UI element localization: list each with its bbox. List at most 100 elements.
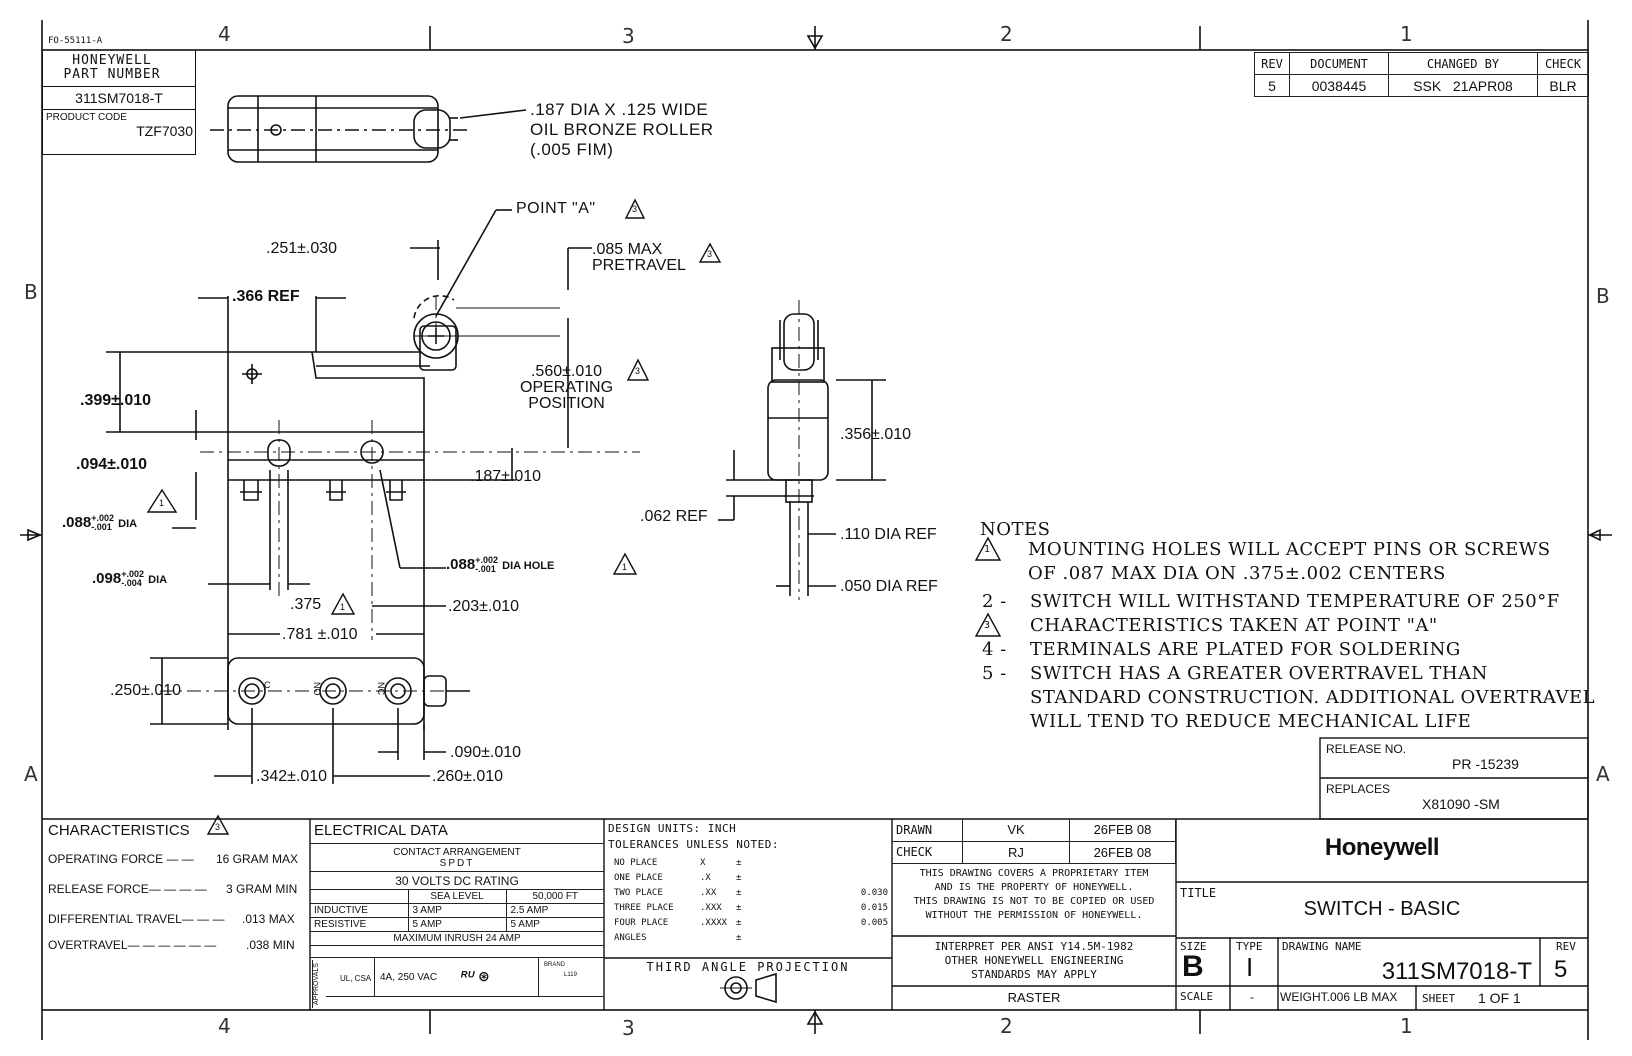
proprietary-line: THIS DRAWING IS NOT TO BE COPIED OR USED: [913, 896, 1155, 907]
weight-value: WEIGHT.006 LB MAX: [1280, 990, 1398, 1004]
part-number-block: HONEYWELL PART NUMBER 311SM7018-T PRODUC…: [42, 50, 196, 155]
characteristics-title: CHARACTERISTICS: [48, 822, 190, 839]
tol-format: .X: [700, 873, 711, 883]
note-2-num: 2 -: [982, 591, 1007, 612]
dim-203: .203±.010: [448, 598, 520, 615]
proprietary-line: AND IS THE PROPERTY OF HONEYWELL.: [934, 882, 1134, 893]
ul-recognized-icon: ᴿᵁ ⊛: [460, 968, 490, 984]
type-value: I: [1246, 952, 1254, 982]
replaces-label: REPLACES: [1326, 782, 1391, 796]
drawing-title: SWITCH - BASIC: [1303, 898, 1461, 920]
note-4-num: 4 -: [982, 639, 1007, 660]
dim-050: .050 DIA REF: [840, 578, 938, 595]
roller-callout: .187 DIA X .125 WIDE OIL BRONZE ROLLER (…: [530, 100, 714, 160]
note-marker-3-operating: [626, 358, 650, 381]
hole-marker-num: 1: [622, 562, 628, 572]
note-4: TERMINALS ARE PLATED FOR SOLDERING: [1030, 639, 1461, 660]
tol-row: ONE PLACE.X±: [614, 873, 888, 888]
proprietary-notice: THIS DRAWING COVERS A PROPRIETARY ITEM A…: [892, 867, 1176, 923]
pretravel-label: PRETRAVEL: [592, 257, 686, 274]
check-label: CHECK: [892, 840, 963, 864]
dim-088-pin: .088+.002-.001 DIA: [62, 514, 137, 532]
rev-header: REV: [1254, 52, 1290, 75]
dim-088-hole-tol-minus: -.001: [475, 564, 496, 575]
product-code-label: PRODUCT CODE: [46, 112, 127, 123]
approval-agencies: UL, CSA: [340, 974, 372, 983]
title-label: TITLE: [1180, 886, 1217, 900]
type-label: TYPE: [1236, 940, 1263, 953]
changed-by-initials: SSK: [1413, 77, 1442, 94]
title-block-lines: [42, 737, 1589, 1010]
inductive-label: INDUCTIVE: [310, 903, 409, 918]
zone-top-1: 1: [1400, 22, 1413, 46]
tol-row: TWO PLACE.XX±0.030: [614, 888, 888, 903]
interpret-line: INTERPRET PER ANSI Y14.5M-1982: [934, 940, 1134, 953]
drawn-date: 26FEB 08: [1069, 819, 1176, 842]
resistive-ft: 5 AMP: [505, 917, 604, 932]
electrical-title: ELECTRICAL DATA: [314, 822, 448, 839]
changed-by-date: 21APR08: [1452, 77, 1513, 94]
point-a-label: POINT "A": [516, 200, 596, 217]
tol-place: ANGLES: [614, 933, 647, 943]
max-inrush: MAXIMUM INRUSH 24 AMP: [310, 931, 604, 946]
document-value: 0038445: [1289, 74, 1389, 97]
dim-088-pin-tol-plus: +.002: [91, 513, 114, 524]
dim-187: .187±.010: [470, 468, 542, 485]
checked-by: RJ: [962, 840, 1070, 864]
dim-251: .251±.030: [266, 240, 338, 257]
form-number: FO-55111-A: [48, 36, 103, 46]
dim-090: .090±.010: [450, 744, 522, 761]
drawing-name-label: DRAWING NAME: [1282, 940, 1362, 953]
zone-bottom-4: 4: [218, 1014, 231, 1038]
char-label: RELEASE FORCE— — — —: [48, 882, 207, 896]
resistive-label: RESISTIVE: [310, 917, 409, 932]
dim-260: .260±.010: [432, 768, 504, 785]
title-rev-value: 5: [1554, 956, 1568, 983]
note-3-marker-num: 3: [984, 620, 991, 631]
approvals-label: APPROVALS: [312, 960, 325, 1008]
check-header: CHECK: [1537, 52, 1589, 75]
interpret-line: OTHER HONEYWELL ENGINEERING: [944, 954, 1124, 967]
third-angle-symbol: [720, 972, 777, 1004]
title-rev-label: REV: [1556, 940, 1576, 953]
note-5-line-3: WILL TEND TO REDUCE MECHANICAL LIFE: [1030, 711, 1472, 732]
scale-value: -: [1250, 990, 1254, 1004]
release-label: RELEASE NO.: [1326, 742, 1407, 756]
char-value: .038 MIN: [246, 938, 295, 952]
tol-format: X: [700, 858, 706, 868]
dim-342: .342±.010: [256, 768, 328, 785]
note-marker-1-dia: [146, 488, 178, 513]
note-marker-3-point-a: [624, 198, 646, 219]
dim-098-tol-minus: -.004: [121, 578, 142, 589]
proprietary-line: WITHOUT THE PERMISSION OF HONEYWELL.: [925, 910, 1143, 921]
contact-arr-value: SPDT: [439, 857, 475, 869]
dim-098-value: .098: [92, 570, 122, 587]
dim-110: .110 DIA REF: [840, 526, 937, 543]
tolerances-title: TOLERANCES UNLESS NOTED:: [608, 838, 779, 851]
cell-empty: [310, 889, 409, 904]
tol-pm: ±: [736, 888, 742, 898]
zone-bottom-3: 3: [622, 1016, 635, 1040]
tol-pm: ±: [736, 918, 742, 928]
sheet-value: 1 OF 1: [1478, 990, 1521, 1006]
tol-format: .XX: [700, 888, 717, 898]
part-number-header: HONEYWELL PART NUMBER: [63, 53, 161, 82]
drawing-name: 311SM7018-T: [1381, 958, 1532, 985]
tol-place: NO PLACE: [614, 858, 658, 868]
char-row-differential: DIFFERENTIAL TRAVEL— — —.013 MAX: [48, 912, 306, 938]
dim-088-hole-label: DIA HOLE: [502, 560, 555, 572]
changed-by-value: SSK 21APR08: [1388, 74, 1538, 97]
note-marker-3-pretravel: [698, 242, 722, 263]
voltage-rating: 30 VOLTS DC RATING: [310, 871, 604, 890]
brand-code: L119: [564, 972, 577, 978]
note-2: SWITCH WILL WITHSTAND TEMPERATURE OF 250…: [1030, 591, 1560, 612]
side-view-switch: [718, 300, 886, 600]
char-label: OPERATING FORCE — —: [48, 852, 194, 866]
tol-format: .XXXX: [700, 918, 728, 928]
dim-375: .375: [290, 596, 322, 613]
note-5-num: 5 -: [982, 663, 1007, 684]
